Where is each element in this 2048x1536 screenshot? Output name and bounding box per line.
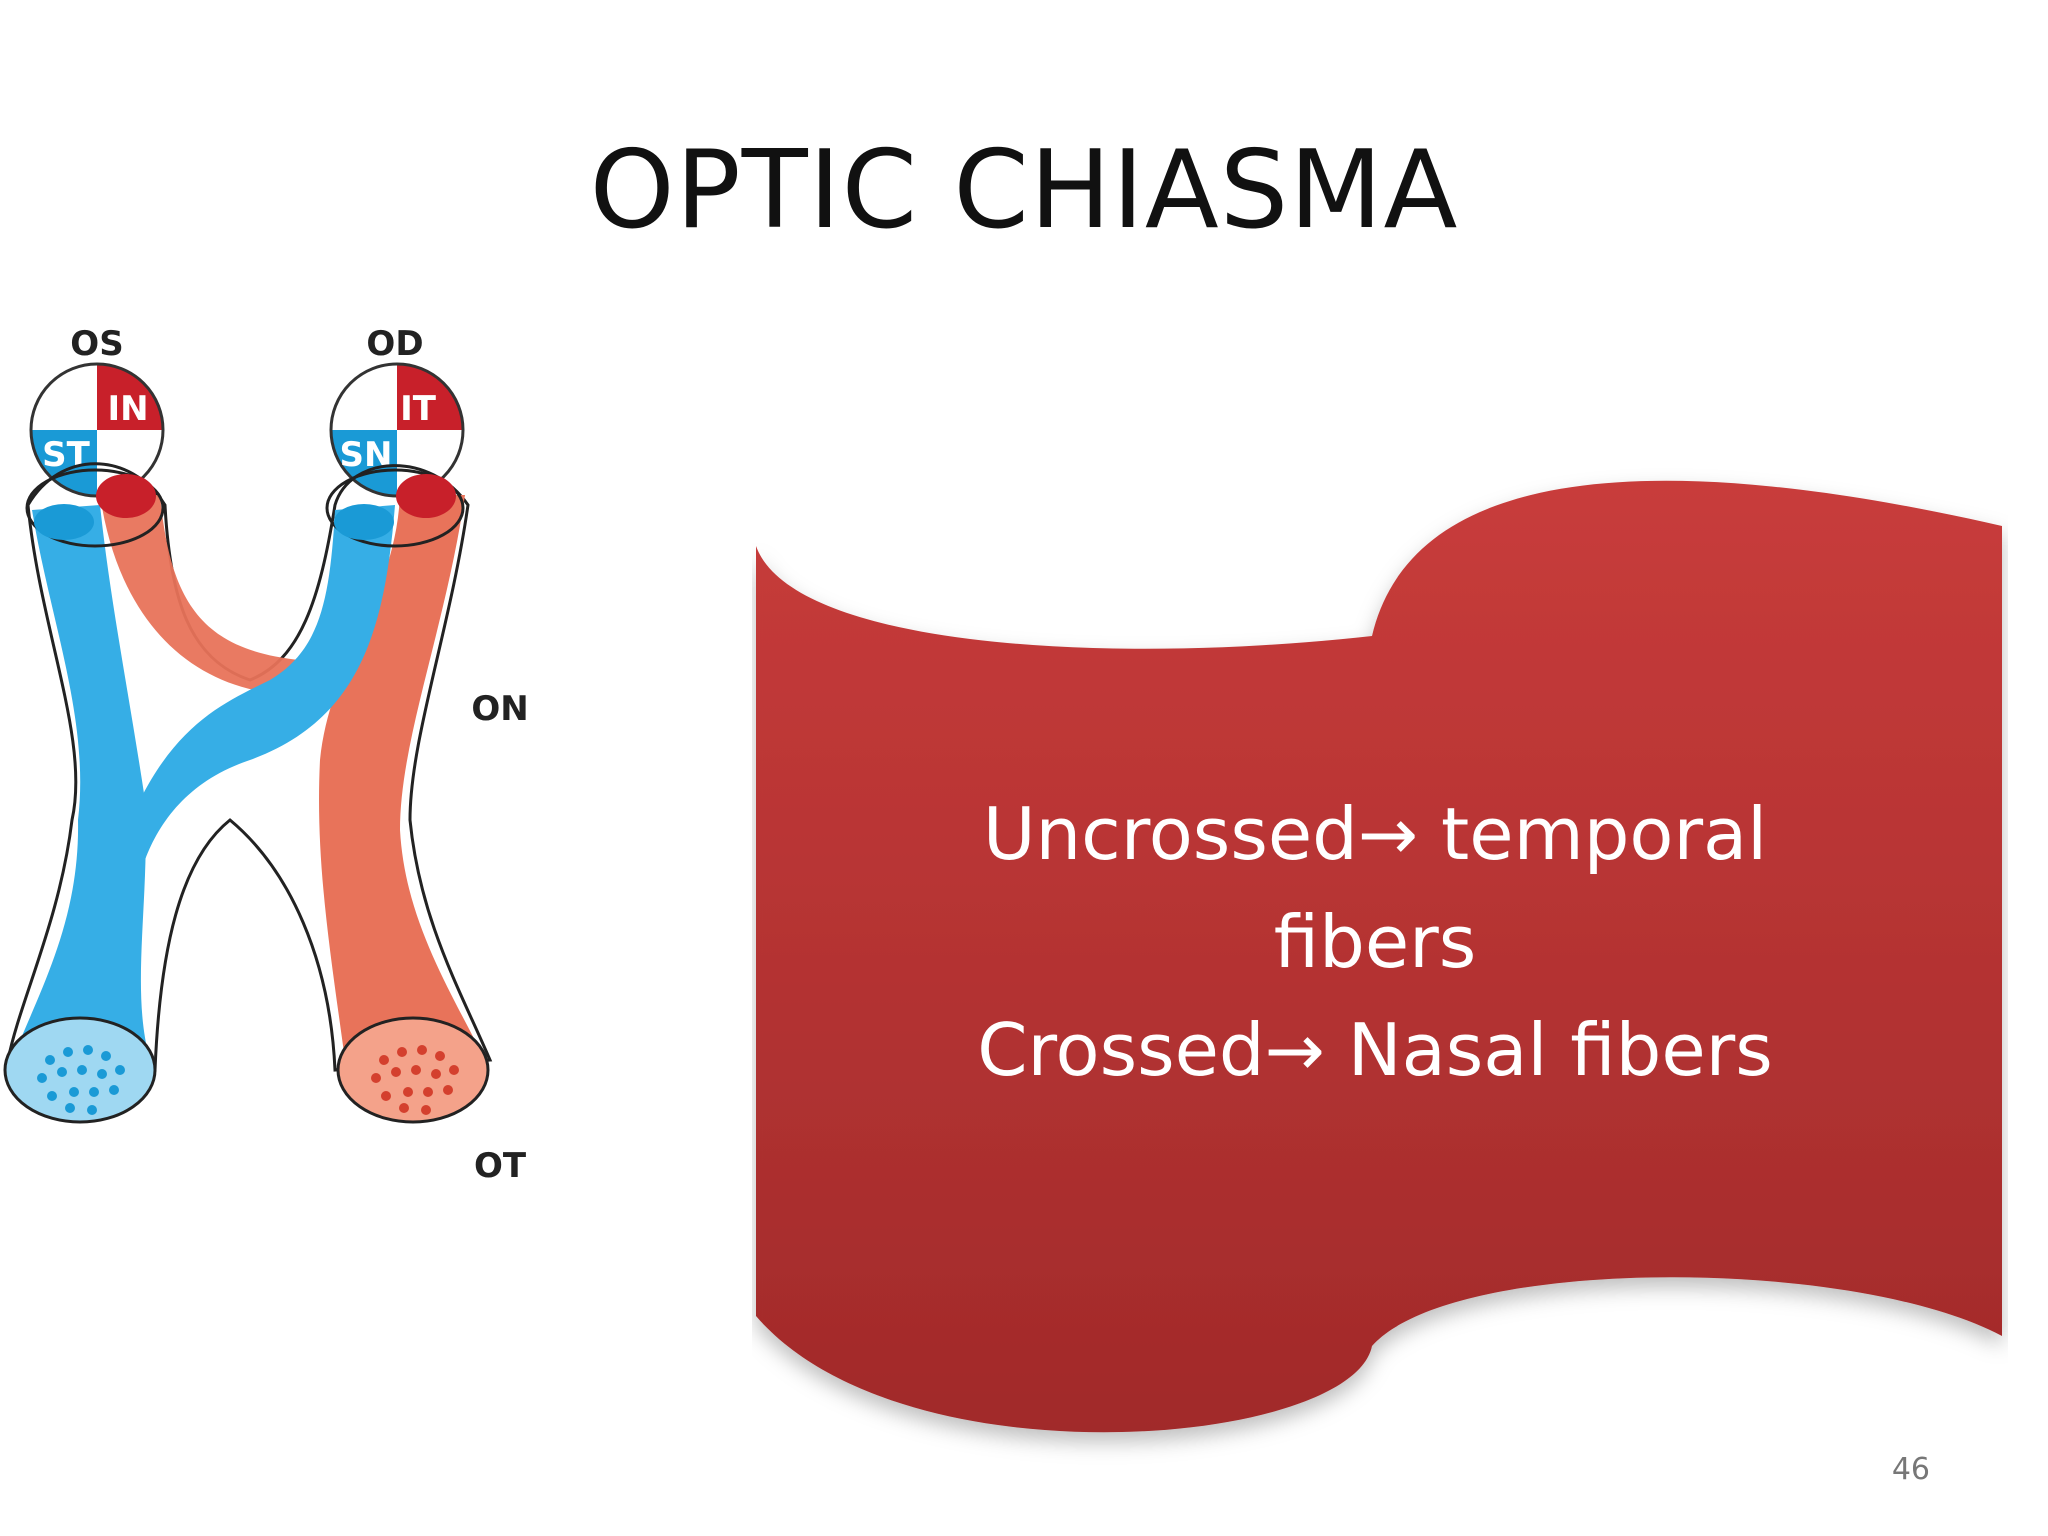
wave-banner [756, 480, 2002, 1433]
ot-label: OT [474, 1146, 527, 1186]
od-it-label: IT [400, 389, 437, 429]
od-visual-field-circle: IT SN [329, 362, 465, 498]
os-visual-field-circle: IN ST [29, 362, 165, 498]
os-label: OS [70, 324, 123, 364]
on-label: ON [471, 689, 528, 729]
od-sn-label: SN [340, 435, 393, 475]
od-label: OD [366, 324, 423, 364]
left-nasal-fiber-bundle [100, 495, 300, 695]
slide-title: OPTIC CHIASMA [589, 128, 1459, 253]
banner-text: Uncrossed→ temporal fibers Crossed→ Nasa… [900, 780, 1850, 1104]
left-temporal-fiber-bundle [12, 505, 150, 1060]
os-in-label: IN [107, 389, 148, 429]
page-number: 46 [1891, 1452, 1930, 1487]
optic-chiasm-diagram: OS OD IN ST IT SN [3, 324, 529, 1186]
right-nasal-fiber-bundle [140, 505, 395, 860]
banner-line-crossed: Crossed→ Nasal fibers [977, 1008, 1773, 1092]
banner-line-uncrossed: Uncrossed→ temporal [982, 792, 1768, 876]
banner-line-fibers: fibers [1273, 900, 1477, 984]
